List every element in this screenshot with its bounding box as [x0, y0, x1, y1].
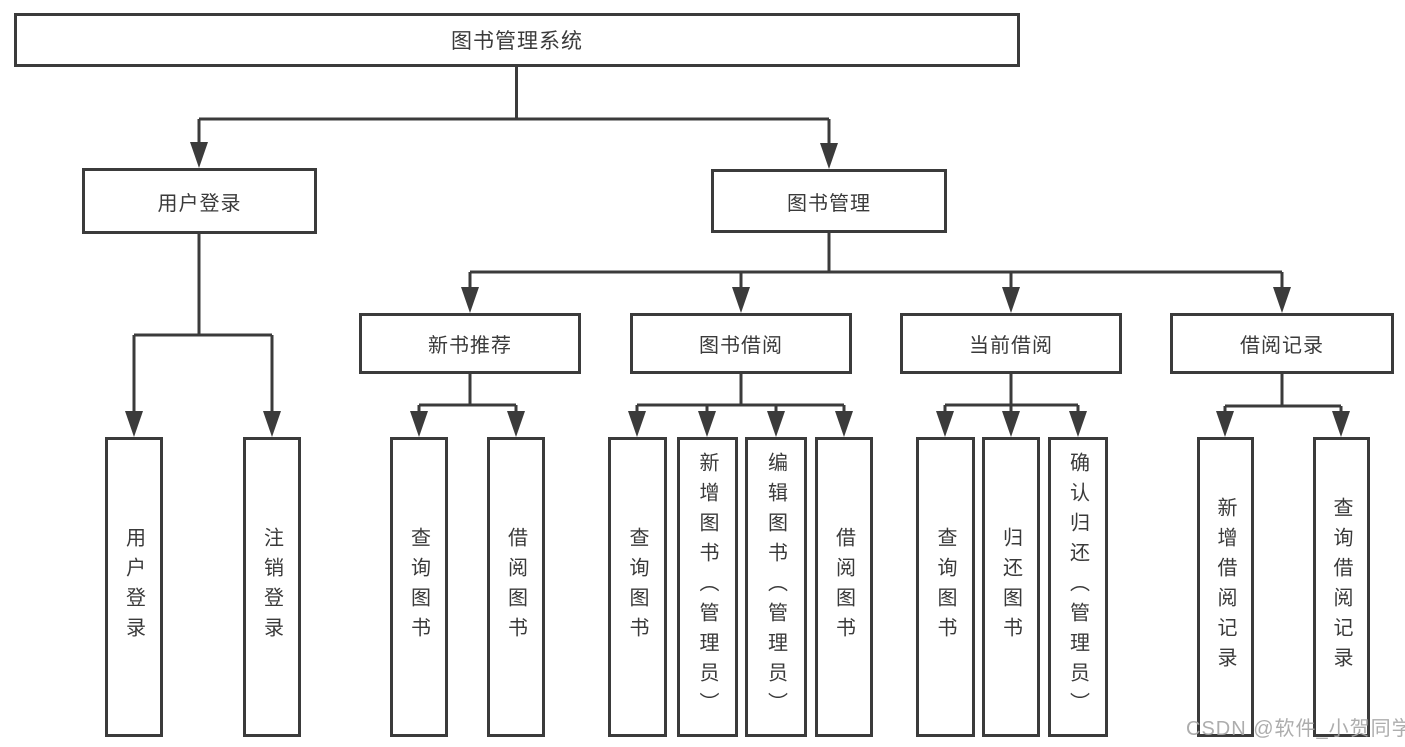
arrowhead: [1216, 411, 1234, 437]
arrowhead: [507, 411, 525, 437]
arrowhead: [767, 411, 785, 437]
leaf-borrow-books: 借阅图书: [815, 437, 873, 737]
node-current-borrowing: 当前借阅: [900, 313, 1122, 374]
leaf-query-books-borrow: 查询图书: [608, 437, 667, 737]
arrowhead: [732, 287, 750, 313]
leaf-confirm-return-admin: 确认归还（管理员）: [1048, 437, 1108, 737]
leaf-return-books: 归还图书: [982, 437, 1040, 737]
arrowhead: [1069, 411, 1087, 437]
arrowhead: [263, 411, 281, 437]
leaf-query-books-current: 查询图书: [916, 437, 975, 737]
node-book-borrowing: 图书借阅: [630, 313, 852, 374]
arrowhead: [461, 287, 479, 313]
arrowhead: [125, 411, 143, 437]
watermark: CSDN @软件_小贺同学: [1186, 718, 1405, 740]
node-borrowing-records: 借阅记录: [1170, 313, 1394, 374]
leaf-add-borrow-record: 新增借阅记录: [1197, 437, 1254, 737]
arrowheads: [125, 142, 1350, 437]
node-book-management: 图书管理: [711, 169, 947, 233]
arrowhead: [698, 411, 716, 437]
arrowhead: [1002, 411, 1020, 437]
arrowhead: [410, 411, 428, 437]
leaf-query-books-recommend: 查询图书: [390, 437, 448, 737]
leaf-logout: 注销登录: [243, 437, 301, 737]
node-user-login: 用户登录: [82, 168, 317, 234]
leaf-query-borrow-record: 查询借阅记录: [1313, 437, 1370, 737]
arrowhead: [820, 143, 838, 169]
leaf-user-login: 用户登录: [105, 437, 163, 737]
arrowhead: [1332, 411, 1350, 437]
arrowhead: [835, 411, 853, 437]
arrowhead: [1273, 287, 1291, 313]
node-new-book-recommendation: 新书推荐: [359, 313, 581, 374]
arrowhead: [628, 411, 646, 437]
node-library-management-system: 图书管理系统: [14, 13, 1020, 67]
leaf-edit-books-admin: 编辑图书（管理员）: [745, 437, 807, 737]
arrowhead: [936, 411, 954, 437]
arrowhead: [190, 142, 208, 168]
leaf-borrow-books-recommend: 借阅图书: [487, 437, 545, 737]
arrowhead: [1002, 287, 1020, 313]
leaf-add-books-admin: 新增图书（管理员）: [677, 437, 738, 737]
